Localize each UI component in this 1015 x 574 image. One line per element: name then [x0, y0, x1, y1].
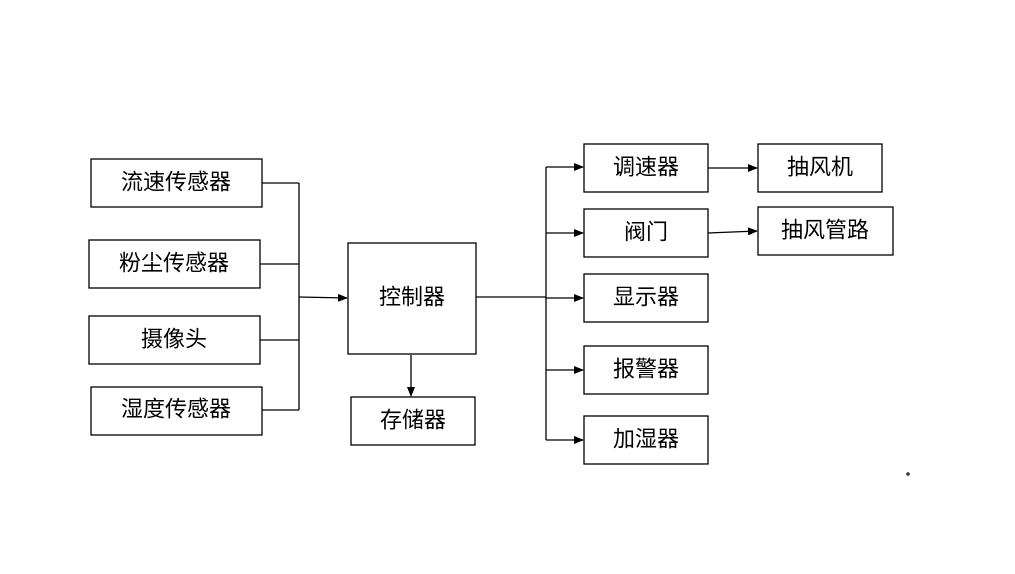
node-alarm: 报警器 — [583, 345, 709, 395]
node-humidifier-label: 加湿器 — [613, 428, 679, 453]
node-dust-sensor-box — [88, 239, 261, 289]
node-valve: 阀门 — [583, 208, 709, 258]
node-speed-regulator-label: 调速器 — [613, 156, 679, 181]
node-storage: 存储器 — [350, 396, 476, 446]
node-humidity-sensor-label: 湿度传感器 — [121, 398, 231, 423]
node-valve-box — [583, 208, 709, 258]
node-humidifier-box — [583, 415, 709, 465]
node-exhaust-duct-label: 抽风管路 — [781, 219, 869, 244]
node-exhaust-duct: 抽风管路 — [757, 206, 894, 256]
node-exhaust-fan-label: 抽风机 — [787, 156, 853, 181]
node-storage-label: 存储器 — [380, 409, 446, 434]
node-exhaust-duct-box — [757, 206, 894, 256]
node-dust-sensor: 粉尘传感器 — [88, 239, 261, 289]
connectors — [260, 163, 758, 444]
node-display-label: 显示器 — [613, 286, 679, 311]
node-humidity-sensor: 湿度传感器 — [90, 386, 263, 436]
node-camera: 摄像头 — [88, 315, 261, 365]
node-humidifier: 加湿器 — [583, 415, 709, 465]
node-exhaust-fan: 抽风机 — [757, 143, 883, 193]
node-speed-regulator-box — [583, 143, 709, 193]
node-speed-regulator: 调速器 — [583, 143, 709, 193]
node-flow-sensor: 流速传感器 — [90, 158, 263, 208]
node-valve-label: 阀门 — [624, 221, 668, 246]
node-flow-sensor-label: 流速传感器 — [121, 171, 231, 196]
edge-valve-exhaust-duct — [707, 227, 758, 236]
node-display-box — [583, 273, 709, 323]
node-storage-box — [350, 396, 476, 446]
node-exhaust-fan-box — [757, 143, 883, 193]
node-alarm-label: 报警器 — [613, 358, 679, 383]
node-controller: 控制器 — [347, 242, 477, 355]
node-display: 显示器 — [583, 273, 709, 323]
node-controller-label: 控制器 — [379, 286, 445, 311]
node-humidity-sensor-box — [90, 386, 263, 436]
node-controller-box — [347, 242, 477, 355]
node-camera-label: 摄像头 — [141, 328, 207, 353]
node-dust-sensor-label: 粉尘传感器 — [119, 252, 229, 277]
node-camera-box — [88, 315, 261, 365]
node-flow-sensor-box — [90, 158, 263, 208]
stray-dot — [906, 472, 910, 476]
input-bus-arrow — [298, 293, 348, 302]
node-alarm-box — [583, 345, 709, 395]
